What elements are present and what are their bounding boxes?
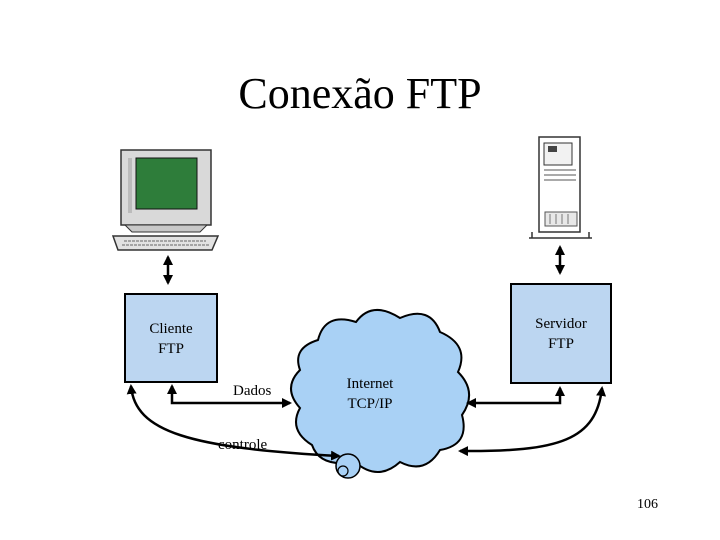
server-label-line1: Servidor: [535, 316, 587, 332]
desktop-computer-icon: [111, 149, 220, 251]
page-number: 106: [637, 497, 658, 512]
data-connection-left: [167, 384, 292, 408]
client-label-line1: Cliente: [149, 321, 193, 337]
cloud-label-line1: Internet: [346, 376, 394, 392]
cloud-label: Internet TCP/IP: [330, 374, 410, 414]
server-label: Servidor FTP: [511, 314, 611, 354]
server-label-line2: FTP: [548, 336, 574, 352]
data-connection-right: [466, 386, 565, 408]
client-label: Cliente FTP: [125, 319, 217, 359]
client-label-line2: FTP: [158, 341, 184, 357]
cloud-small-bubble: [335, 453, 361, 479]
cloud-tiny-bubble: [337, 465, 349, 477]
control-edge-label: controle: [218, 437, 268, 453]
data-edge-label: Dados: [233, 383, 272, 399]
client-box: [124, 293, 218, 383]
tower-server-icon: [529, 136, 592, 239]
slide-title: Conexão FTP: [238, 69, 482, 118]
cloud-label-line2: TCP/IP: [347, 396, 393, 412]
control-connection-right: [458, 386, 607, 457]
server-box: [510, 283, 612, 384]
control-connection-left: [126, 384, 341, 461]
